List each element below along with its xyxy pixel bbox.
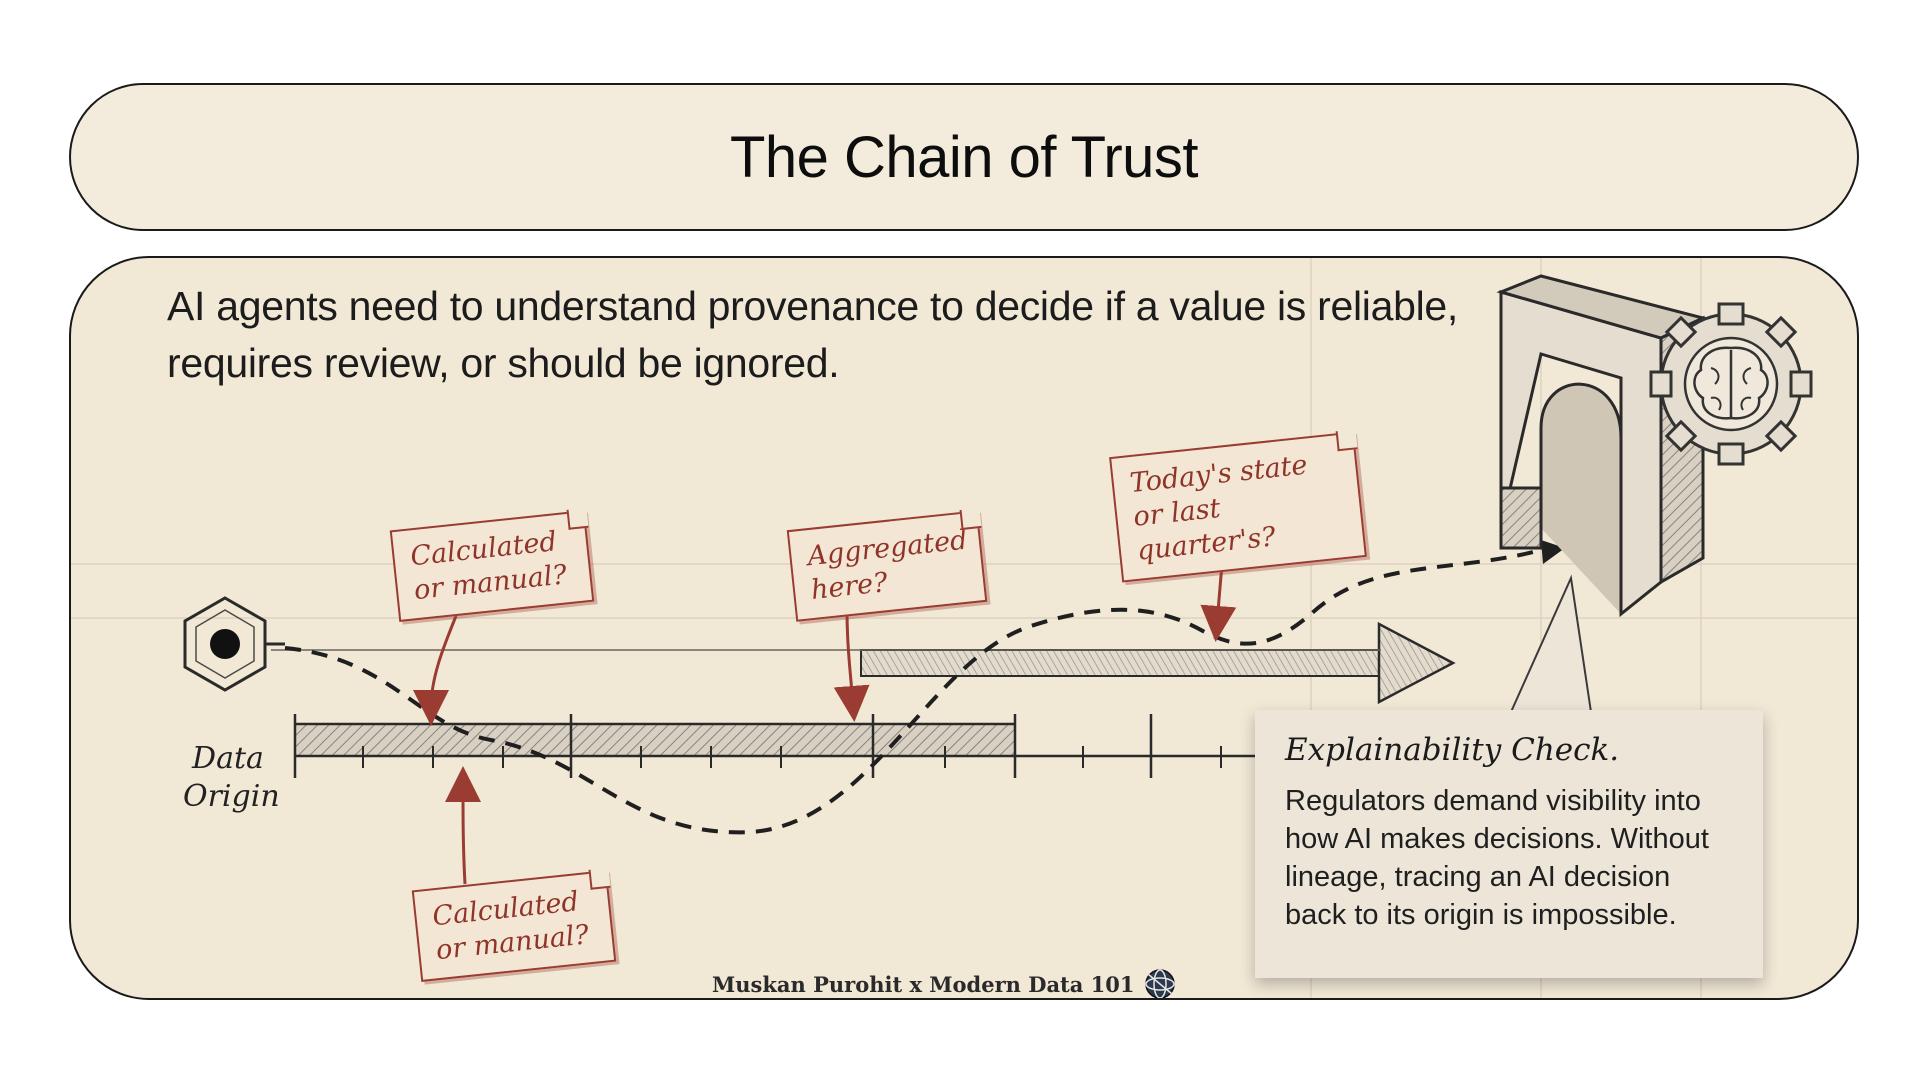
explainability-title: Explainability Check. xyxy=(1285,732,1620,768)
page-title: The Chain of Trust xyxy=(729,124,1199,190)
brain-gear-icon xyxy=(1649,302,1813,466)
timeline-arrow xyxy=(271,621,1456,705)
explain-pointer xyxy=(1509,574,1593,713)
diagram-panel: AI agents need to understand provenance … xyxy=(69,256,1859,1000)
credit-footer: Muskan Purohit x Modern Data 101 xyxy=(712,967,1177,998)
diagram-artwork xyxy=(71,258,1857,998)
data-origin-label: Data Origin xyxy=(183,741,280,814)
callout-label: Today's state or last quarter's? xyxy=(1128,449,1309,567)
lineage-path xyxy=(284,548,1542,835)
callout-label: Calculated or manual? xyxy=(408,526,569,607)
callout-label: Calculated or manual? xyxy=(430,886,591,967)
hexagon-origin-icon xyxy=(183,596,285,692)
intro-text: AI agents need to understand provenance … xyxy=(167,283,1458,386)
globe-logo-icon xyxy=(1144,969,1175,998)
credit-text: Muskan Purohit x Modern Data 101 xyxy=(712,971,1135,997)
explainability-card: Explainability Check. Regulators demand … xyxy=(1255,710,1763,978)
explainability-body: Regulators demand visibility into how AI… xyxy=(1285,785,1709,931)
callout-label: Aggregated here? xyxy=(805,524,969,606)
timeline-ruler xyxy=(293,714,1291,778)
callout-todays-state: Today's state or last quarter's? xyxy=(1109,431,1367,583)
title-banner: The Chain of Trust xyxy=(69,83,1859,231)
